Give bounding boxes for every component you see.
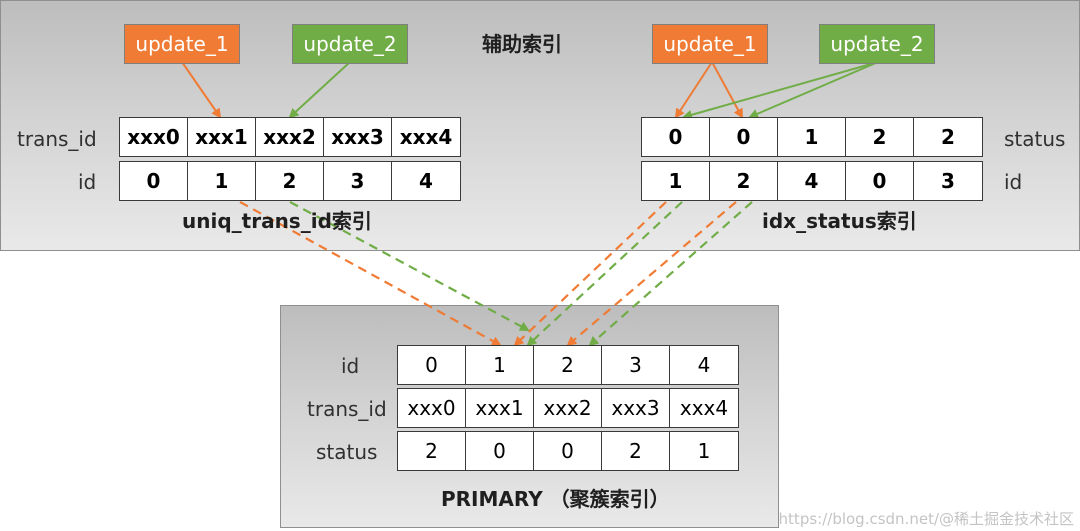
dash-right-green-2 (588, 201, 753, 347)
right-status-cell: 1 (778, 118, 846, 156)
dash-right-green-1 (526, 201, 683, 347)
primary-id-cell: 1 (466, 346, 534, 384)
dash-left-orange (239, 201, 502, 346)
left-id-cell: 4 (419, 169, 433, 193)
primary-id-cell: 0 (398, 346, 466, 384)
right-id-cell: 1 (642, 162, 710, 200)
primary-id-cell: 4 (697, 353, 711, 377)
primary-id-cell: 3 (602, 346, 670, 384)
dash-right-orange-1 (513, 201, 667, 347)
left-trans-id-cell: xxx1 (188, 118, 256, 156)
primary-status-cell: 0 (534, 432, 602, 470)
left-row-label-trans-id: trans_id (17, 127, 97, 151)
primary-status-row: 2 0 0 2 1 (397, 431, 739, 471)
right-row-label-status: status (1004, 127, 1066, 151)
primary-trans-id-cell: xxx1 (466, 389, 534, 427)
left-trans-id-cell: xxx2 (256, 118, 324, 156)
primary-status-cell: 2 (602, 432, 670, 470)
right-id-row: 1 2 4 0 3 (641, 161, 983, 201)
right-row-label-id: id (1004, 170, 1023, 194)
primary-trans-id-row: xxx0 xxx1 xxx2 xxx3 xxx4 (397, 388, 739, 428)
left-trans-id-cell: xxx4 (399, 125, 453, 149)
arrow-right-update2-b (748, 61, 879, 119)
primary-row-label-trans-id: trans_id (307, 397, 387, 421)
dash-right-orange-2 (566, 201, 737, 347)
left-id-cell: 2 (256, 162, 324, 200)
arrow-left-update2 (288, 61, 351, 119)
right-index-caption: idx_status索引 (762, 209, 917, 233)
left-update-1-tag: update_1 (124, 24, 240, 64)
left-id-cell: 0 (120, 162, 188, 200)
left-index-caption: uniq_trans_id索引 (182, 209, 372, 233)
primary-row-label-status: status (316, 440, 378, 464)
right-status-row: 0 0 1 2 2 (641, 117, 983, 157)
primary-trans-id-cell: xxx4 (679, 396, 729, 420)
primary-id-cell: 2 (534, 346, 602, 384)
arrow-right-update1-a (674, 61, 713, 119)
right-update-2-tag: update_2 (819, 24, 935, 64)
right-id-cell: 4 (778, 162, 846, 200)
primary-row-label-id: id (341, 354, 360, 378)
right-status-cell: 0 (642, 118, 710, 156)
primary-status-cell: 1 (697, 439, 711, 463)
primary-index-title: PRIMARY （聚簇索引） (441, 487, 670, 511)
right-id-cell: 2 (710, 162, 778, 200)
arrow-left-update1 (181, 61, 222, 119)
dash-left-green (289, 201, 530, 331)
left-id-row: 0 1 2 3 4 (119, 161, 461, 201)
secondary-index-title: 辅助索引 (482, 32, 562, 56)
arrow-right-update2-a (682, 61, 879, 120)
arrow-right-update1-b (711, 61, 743, 119)
watermark: https://blog.csdn.net/@稀土掘金技术社区 (778, 510, 1074, 528)
left-trans-id-cell: xxx3 (324, 118, 392, 156)
right-status-cell: 2 (941, 125, 955, 149)
right-update-1-tag: update_1 (652, 24, 768, 64)
right-status-cell: 0 (710, 118, 778, 156)
right-id-cell: 0 (846, 162, 914, 200)
primary-status-cell: 0 (466, 432, 534, 470)
left-update-2-tag: update_2 (292, 24, 408, 64)
primary-trans-id-cell: xxx2 (534, 389, 602, 427)
left-trans-id-row: xxx0 xxx1 xxx2 xxx3 xxx4 (119, 117, 461, 157)
primary-id-row: 0 1 2 3 4 (397, 345, 739, 385)
primary-status-cell: 2 (398, 432, 466, 470)
left-row-label-id: id (78, 170, 97, 194)
primary-trans-id-cell: xxx3 (602, 389, 670, 427)
left-id-cell: 3 (324, 162, 392, 200)
left-trans-id-cell: xxx0 (120, 118, 188, 156)
right-id-cell: 3 (941, 169, 955, 193)
primary-trans-id-cell: xxx0 (398, 389, 466, 427)
left-id-cell: 1 (188, 162, 256, 200)
right-status-cell: 2 (846, 118, 914, 156)
